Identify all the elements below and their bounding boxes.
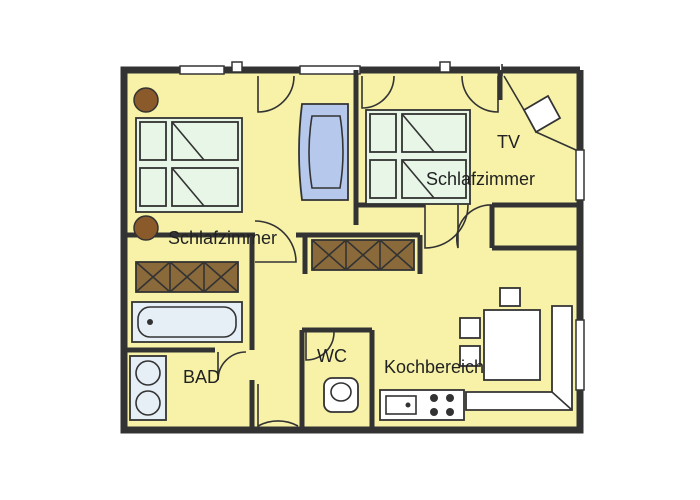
sofa (298, 103, 349, 201)
tv-label: TV (497, 132, 520, 152)
tv-stand (503, 75, 577, 151)
toilet (323, 377, 359, 413)
stove (430, 394, 454, 416)
nightstand-top (133, 87, 159, 113)
wardrobe-left (135, 261, 239, 293)
room-label-bedroom-right: Schlafzimmer (426, 169, 535, 189)
double-bed-right (365, 109, 471, 205)
double-bed-left (135, 117, 243, 213)
double-sink (129, 355, 167, 421)
room-label-bedroom-left: Schlafzimmer (168, 228, 277, 248)
corner-bench (465, 305, 573, 411)
windows (179, 61, 585, 391)
chair-top (499, 287, 521, 307)
nightstand-bottom (133, 215, 159, 241)
doors (217, 75, 499, 428)
room-label-bath: BAD (183, 367, 220, 387)
room-label-kitchen: Kochbereich (384, 357, 484, 377)
chair-left-lower (459, 345, 481, 367)
bathtub (131, 301, 243, 343)
room-label-wc: WC (317, 346, 347, 366)
chair-left (459, 317, 481, 339)
dining-table (483, 309, 541, 381)
wardrobe-center (311, 239, 415, 271)
interior-walls (124, 70, 580, 430)
